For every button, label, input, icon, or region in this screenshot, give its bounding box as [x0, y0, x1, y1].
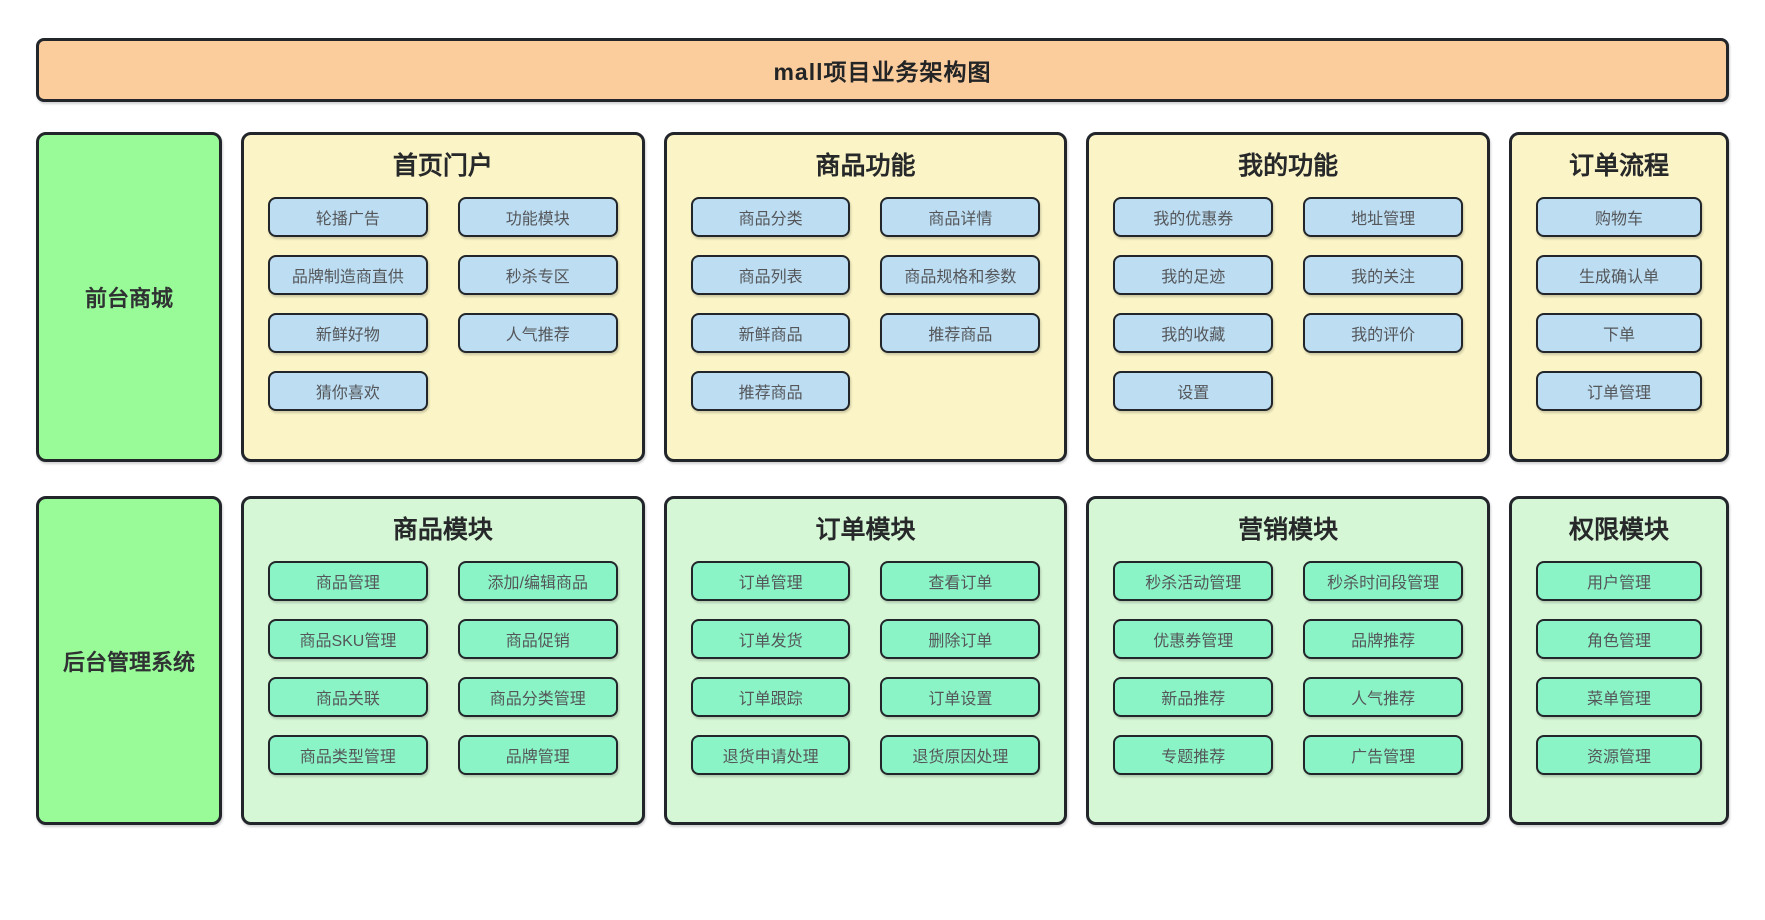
diagram-node: 商品列表	[690, 255, 851, 295]
diagram-node: 商品规格和参数	[880, 255, 1041, 295]
diagram-node: 添加/编辑商品	[457, 561, 618, 601]
diagram-node: 我的评价	[1303, 313, 1463, 353]
diagram-node: 菜单管理	[1535, 677, 1702, 717]
diagram-node: 推荐商品	[880, 313, 1041, 353]
diagram-title-bar: mall项目业务架构图	[36, 38, 1729, 102]
diagram-node: 订单跟踪	[690, 677, 851, 717]
diagram-node: 订单发货	[690, 619, 851, 659]
diagram-node: 订单设置	[880, 677, 1041, 717]
diagram-title: mall项目业务架构图	[773, 59, 992, 85]
diagram-node: 查看订单	[880, 561, 1041, 601]
panel-product-features-nodes: 商品分类商品详情商品列表商品规格和参数新鲜商品推荐商品推荐商品	[690, 197, 1041, 411]
panel-order-flow-title: 订单流程	[1568, 152, 1669, 180]
row-backend-admin: 后台管理系统商品模块商品管理添加/编辑商品商品SKU管理商品促销商品关联商品分类…	[36, 496, 1729, 825]
diagram-node: 商品分类管理	[457, 677, 618, 717]
diagram-node: 新鲜商品	[690, 313, 851, 353]
diagram-node: 退货原因处理	[880, 735, 1041, 775]
diagram-node: 购物车	[1535, 197, 1702, 237]
diagram-node: 生成确认单	[1535, 255, 1702, 295]
diagram-node: 功能模块	[457, 197, 618, 237]
diagram-node: 秒杀时间段管理	[1303, 561, 1463, 601]
diagram-node: 角色管理	[1535, 619, 1702, 659]
diagram-node: 秒杀活动管理	[1113, 561, 1274, 601]
diagram-node: 人气推荐	[1303, 677, 1463, 717]
diagram-node: 轮播广告	[268, 197, 428, 237]
diagram-node: 用户管理	[1535, 561, 1702, 601]
panel-marketing-module-title: 营销模块	[1238, 516, 1339, 544]
panel-order-flow-nodes: 购物车生成确认单下单订单管理	[1535, 197, 1702, 411]
panel-product-module: 商品模块商品管理添加/编辑商品商品SKU管理商品促销商品关联商品分类管理商品类型…	[241, 496, 645, 825]
diagram-rows: 前台商城首页门户轮播广告功能模块品牌制造商直供秒杀专区新鲜好物人气推荐猜你喜欢商…	[0, 132, 1765, 825]
diagram-node: 品牌制造商直供	[268, 255, 428, 295]
diagram-node: 设置	[1113, 371, 1274, 411]
panel-product-features-title: 商品功能	[815, 152, 916, 180]
diagram-node: 秒杀专区	[457, 255, 618, 295]
diagram-node: 专题推荐	[1113, 735, 1274, 775]
diagram-node: 订单管理	[1535, 371, 1702, 411]
panel-marketing-module: 营销模块秒杀活动管理秒杀时间段管理优惠券管理品牌推荐新品推荐人气推荐专题推荐广告…	[1086, 496, 1490, 825]
diagram-node: 商品详情	[880, 197, 1041, 237]
diagram-node: 广告管理	[1303, 735, 1463, 775]
diagram-node: 商品SKU管理	[268, 619, 428, 659]
diagram-node: 商品促销	[457, 619, 618, 659]
diagram-node: 退货申请处理	[690, 735, 851, 775]
panel-my-features-nodes: 我的优惠券地址管理我的足迹我的关注我的收藏我的评价设置	[1113, 197, 1463, 411]
diagram-node: 品牌推荐	[1303, 619, 1463, 659]
panel-my-features-title: 我的功能	[1238, 152, 1339, 180]
diagram-node: 我的收藏	[1113, 313, 1274, 353]
diagram-node: 订单管理	[690, 561, 851, 601]
diagram-node: 品牌管理	[457, 735, 618, 775]
panel-order-module-nodes: 订单管理查看订单订单发货删除订单订单跟踪订单设置退货申请处理退货原因处理	[690, 561, 1041, 775]
diagram-node: 商品管理	[268, 561, 428, 601]
diagram-node: 商品关联	[268, 677, 428, 717]
row-backend-admin-label: 后台管理系统	[36, 496, 222, 825]
architecture-diagram: mall项目业务架构图 前台商城首页门户轮播广告功能模块品牌制造商直供秒杀专区新…	[0, 38, 1765, 920]
diagram-node: 我的关注	[1303, 255, 1463, 295]
panel-permission-module-nodes: 用户管理角色管理菜单管理资源管理	[1535, 561, 1702, 775]
diagram-node: 资源管理	[1535, 735, 1702, 775]
panel-home-portal-nodes: 轮播广告功能模块品牌制造商直供秒杀专区新鲜好物人气推荐猜你喜欢	[268, 197, 618, 411]
row-frontend-mall: 前台商城首页门户轮播广告功能模块品牌制造商直供秒杀专区新鲜好物人气推荐猜你喜欢商…	[36, 132, 1729, 462]
diagram-node: 新品推荐	[1113, 677, 1274, 717]
panel-order-module: 订单模块订单管理查看订单订单发货删除订单订单跟踪订单设置退货申请处理退货原因处理	[663, 496, 1068, 825]
diagram-node: 商品类型管理	[268, 735, 428, 775]
diagram-node: 我的优惠券	[1113, 197, 1274, 237]
diagram-node: 地址管理	[1303, 197, 1463, 237]
panel-home-portal-title: 首页门户	[392, 152, 493, 180]
panel-permission-module-title: 权限模块	[1568, 516, 1669, 544]
panel-product-module-title: 商品模块	[392, 516, 493, 544]
diagram-node: 优惠券管理	[1113, 619, 1274, 659]
diagram-node: 推荐商品	[690, 371, 851, 411]
panel-product-features: 商品功能商品分类商品详情商品列表商品规格和参数新鲜商品推荐商品推荐商品	[663, 132, 1068, 462]
panel-permission-module: 权限模块用户管理角色管理菜单管理资源管理	[1508, 496, 1729, 825]
diagram-node: 删除订单	[880, 619, 1041, 659]
row-frontend-mall-label: 前台商城	[36, 132, 222, 462]
panel-my-features: 我的功能我的优惠券地址管理我的足迹我的关注我的收藏我的评价设置	[1086, 132, 1490, 462]
diagram-node: 人气推荐	[457, 313, 618, 353]
panel-order-flow: 订单流程购物车生成确认单下单订单管理	[1508, 132, 1729, 462]
panel-home-portal: 首页门户轮播广告功能模块品牌制造商直供秒杀专区新鲜好物人气推荐猜你喜欢	[241, 132, 645, 462]
diagram-node: 猜你喜欢	[268, 371, 428, 411]
panel-marketing-module-nodes: 秒杀活动管理秒杀时间段管理优惠券管理品牌推荐新品推荐人气推荐专题推荐广告管理	[1113, 561, 1463, 775]
panel-order-module-title: 订单模块	[815, 516, 916, 544]
panel-product-module-nodes: 商品管理添加/编辑商品商品SKU管理商品促销商品关联商品分类管理商品类型管理品牌…	[268, 561, 618, 775]
diagram-node: 商品分类	[690, 197, 851, 237]
diagram-node: 我的足迹	[1113, 255, 1274, 295]
diagram-node: 下单	[1535, 313, 1702, 353]
diagram-node: 新鲜好物	[268, 313, 428, 353]
